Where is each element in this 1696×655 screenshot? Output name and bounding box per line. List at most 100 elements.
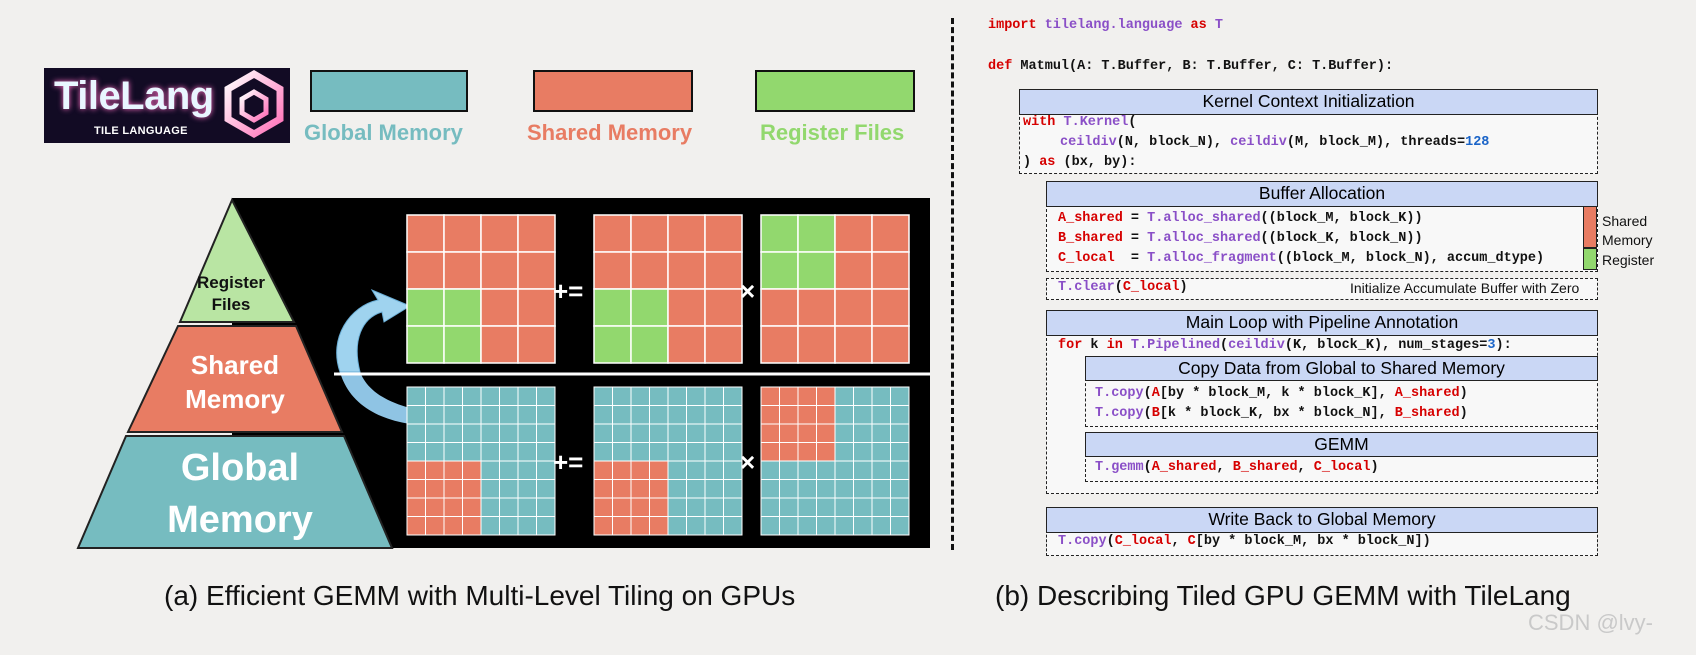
grid-cell (649, 442, 669, 462)
grid-cell (593, 214, 632, 253)
grid-cell (760, 251, 799, 290)
grid-cell (406, 251, 445, 290)
grid-cell (853, 423, 873, 443)
op-multiply-top: × (740, 276, 756, 306)
grid-cell (406, 214, 445, 253)
grid-cell (890, 516, 910, 536)
grid-cell (871, 251, 910, 290)
grid-cell (760, 460, 780, 480)
buffer-register-swatch (1583, 248, 1597, 270)
buffer-line-c: C_local = T.alloc_fragment((block_M, blo… (1058, 251, 1545, 266)
grid-cell (667, 423, 687, 443)
grid-cell (723, 405, 743, 425)
grid-bottom-a (593, 386, 743, 536)
grid-cell (630, 442, 650, 462)
grid-cell (536, 516, 556, 536)
grid-cell (816, 460, 836, 480)
grid-cell (612, 386, 632, 406)
grid-cell (704, 516, 724, 536)
gemm-block (1085, 454, 1598, 482)
grid-cell (649, 516, 669, 536)
grid-cell (890, 423, 910, 443)
logo-title: TileLang (54, 74, 214, 118)
grid-cell (649, 479, 669, 499)
op-accumulate-top: += (553, 276, 584, 306)
legend-label-shared: Shared Memory (527, 120, 693, 145)
grid-cell (834, 460, 854, 480)
grid-cell (593, 497, 613, 517)
grid-cell (480, 405, 500, 425)
grid-cell (871, 516, 891, 536)
pyramid-global-label: Global Memory (167, 447, 313, 541)
op-accumulate-bottom: += (553, 447, 584, 477)
grid-cell (517, 251, 556, 290)
grid-cell (723, 423, 743, 443)
grid-cell (480, 423, 500, 443)
write-block (1046, 530, 1598, 556)
grid-cell (704, 386, 724, 406)
grid-cell (630, 516, 650, 536)
grid-cell (797, 423, 817, 443)
grid-cell (517, 214, 556, 253)
grid-cell (890, 405, 910, 425)
grid-cell (667, 479, 687, 499)
tilelang-logo: TileLang TILE LANGUAGE (44, 68, 290, 143)
grid-cell (499, 442, 519, 462)
grid-cell (462, 516, 482, 536)
grid-cell (593, 423, 613, 443)
grid-cell (462, 405, 482, 425)
grid-cell (630, 386, 650, 406)
grid-cell (536, 479, 556, 499)
grid-cell (630, 325, 669, 364)
buffer-legend-shared-label: Shared Memory (1602, 213, 1653, 248)
grid-cell (853, 516, 873, 536)
grid-cell (704, 442, 724, 462)
grid-cell (425, 497, 445, 517)
grid-cell (871, 442, 891, 462)
grid-cell (797, 214, 836, 253)
grid-cell (797, 460, 817, 480)
grid-cell (499, 460, 519, 480)
grid-cell (779, 442, 799, 462)
grid-cell (667, 214, 706, 253)
logo-subtitle: TILE LANGUAGE (94, 125, 188, 137)
loop-header: Main Loop with Pipeline Annotation (1046, 310, 1598, 336)
grid-cell (499, 479, 519, 499)
kernel-line-1: with T.Kernel( (1023, 115, 1137, 130)
grid-cell (816, 497, 836, 517)
grid-cell (462, 497, 482, 517)
grid-cell (406, 479, 426, 499)
grid-cell (667, 460, 687, 480)
clear-note: Initialize Accumulate Buffer with Zero (1350, 280, 1580, 296)
grid-cell (630, 460, 650, 480)
grid-cell (499, 386, 519, 406)
grid-cell (816, 516, 836, 536)
grid-cell (834, 479, 854, 499)
grid-cell (593, 516, 613, 536)
grid-cell (517, 423, 537, 443)
arrow-shared-to-register (336, 288, 412, 373)
grid-cell (443, 251, 482, 290)
grid-cell (871, 460, 891, 480)
grid-cell (797, 442, 817, 462)
grid-cell (834, 251, 873, 290)
pyramid-shared-tier (126, 325, 344, 433)
copy-line-a: T.copy(A[by * block_M, k * block_K], A_s… (1095, 386, 1468, 401)
tiling-grids (406, 214, 910, 536)
arrow-global-to-shared (340, 372, 410, 424)
grid-cell (480, 288, 519, 327)
grid-cell (667, 251, 706, 290)
grid-cell (816, 386, 836, 406)
grid-cell (853, 386, 873, 406)
grid-cell (406, 325, 445, 364)
grid-cell (686, 460, 706, 480)
grid-cell (779, 386, 799, 406)
grid-cell (406, 442, 426, 462)
legend-label-register: Register Files (760, 120, 905, 145)
grid-cell (816, 479, 836, 499)
grid-cell (871, 423, 891, 443)
gemm-line: T.gemm(A_shared, B_shared, C_local) (1095, 460, 1379, 475)
pyramid-global-tier (76, 435, 394, 549)
pyramid-register-tier (178, 197, 296, 323)
write-header: Write Back to Global Memory (1046, 507, 1598, 533)
